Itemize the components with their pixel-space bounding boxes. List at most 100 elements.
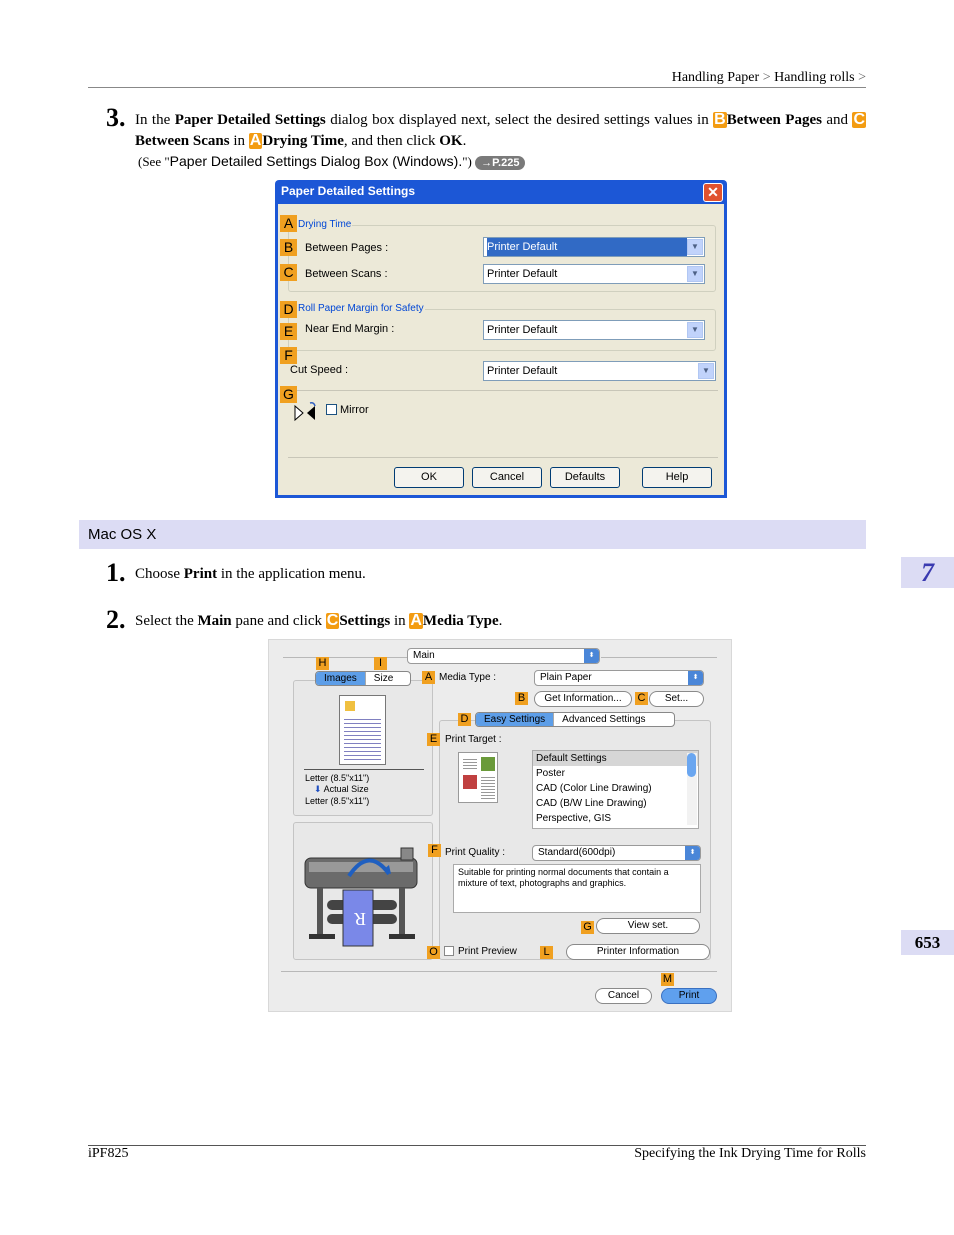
near-end-margin-select[interactable]: Printer Default▼	[483, 320, 705, 340]
callout-c: C	[280, 264, 297, 281]
chevron-down-icon[interactable]: ▼	[687, 266, 703, 282]
close-icon[interactable]: ✕	[703, 183, 723, 202]
callout-m: M	[661, 973, 674, 986]
between-pages-select[interactable]: Printer Default▼	[483, 237, 705, 257]
section-title: Mac OS X	[88, 526, 157, 543]
list-item[interactable]: CAD (B/W Line Drawing)	[536, 798, 647, 809]
tab-size[interactable]: Size	[373, 673, 394, 684]
callout-i: I	[374, 657, 387, 670]
tag-c: C	[325, 612, 340, 629]
media-type-popup[interactable]: Plain Paper⬍	[534, 670, 704, 686]
quality-description: Suitable for printing normal documents t…	[458, 867, 669, 888]
print-button[interactable]: Print	[661, 988, 717, 1004]
page-ref-badge[interactable]: →P.225	[475, 156, 526, 170]
header-breadcrumb: Handling Paper > Handling rolls >	[672, 67, 866, 88]
drying-time-group	[288, 225, 716, 292]
media-type-label: Media Type :	[439, 672, 497, 683]
print-preview-label: Print Preview	[458, 946, 517, 957]
margin-group-label: Roll Paper Margin for Safety	[297, 303, 425, 314]
footer-rule	[88, 1145, 866, 1146]
callout-f: F	[280, 347, 297, 364]
chevron-down-icon[interactable]: ▼	[698, 363, 714, 379]
defaults-button[interactable]: Defaults	[550, 467, 620, 488]
chevron-down-icon[interactable]: ▼	[687, 322, 703, 338]
preview-tabs: Images Size	[315, 671, 411, 686]
printer-information-button[interactable]: Printer Information	[566, 944, 710, 960]
drying-time-group-label: Drying Time	[297, 219, 353, 230]
breadcrumb-handling-rolls[interactable]: Handling rolls	[774, 70, 855, 85]
printer-illustration: R	[297, 830, 429, 950]
callout-l: L	[540, 946, 553, 959]
page-number: 653	[901, 930, 954, 955]
help-button[interactable]: Help	[642, 467, 712, 488]
chevron-down-icon[interactable]: ▼	[687, 239, 703, 255]
list-item[interactable]: Poster	[536, 768, 565, 779]
section-heading-bar: Mac OS X	[79, 520, 866, 549]
cut-speed-select[interactable]: Printer Default▼	[483, 361, 716, 381]
footer-model: iPF825	[88, 1146, 129, 1161]
list-item[interactable]: CAD (Color Line Drawing)	[536, 783, 652, 794]
tab-advanced-settings[interactable]: Advanced Settings	[562, 714, 646, 725]
callout-g: G	[280, 386, 297, 403]
actual-size-label: ⬇ Actual Size	[314, 784, 369, 794]
see-link[interactable]: Paper Detailed Settings Dialog Box (Wind…	[169, 153, 463, 169]
pane-popup[interactable]: Main⬍	[407, 648, 600, 664]
callout-f: F	[428, 844, 441, 857]
callout-b: B	[280, 239, 297, 256]
mirror-checkbox[interactable]	[326, 404, 337, 415]
mirror-icon	[292, 402, 318, 424]
thumbnail-image	[345, 701, 355, 711]
cancel-button[interactable]: Cancel	[472, 467, 542, 488]
chapter-tab[interactable]: 7	[901, 557, 954, 588]
mirror-label: Mirror	[340, 404, 369, 416]
tag-a: A	[248, 132, 263, 149]
callout-g: G	[581, 921, 594, 934]
between-scans-label: Between Scans :	[305, 268, 388, 280]
print-quality-label: Print Quality :	[445, 847, 506, 858]
list-item[interactable]: Perspective, GIS	[536, 813, 612, 824]
popup-arrows-icon: ⬍	[685, 846, 700, 860]
set-button[interactable]: Set...	[649, 691, 704, 707]
between-pages-label: Between Pages :	[305, 242, 389, 254]
paper-detailed-settings-dialog: Paper Detailed Settings ✕ Drying Time A …	[275, 180, 727, 498]
step-3-text: In the Paper Detailed Settings dialog bo…	[135, 111, 867, 149]
tab-easy-settings[interactable]: Easy Settings	[476, 713, 555, 726]
header-rule	[88, 87, 866, 88]
settings-tabs: Easy Settings Advanced Settings	[475, 712, 675, 727]
step-1-text: Choose Print in the application menu.	[135, 566, 366, 582]
between-scans-select[interactable]: Printer Default▼	[483, 264, 705, 284]
arrow-down-icon: ⬇	[314, 784, 322, 794]
page-thumbnail	[339, 695, 386, 765]
view-set-button[interactable]: View set.	[596, 918, 700, 934]
print-target-label: Print Target :	[445, 734, 502, 745]
mac-print-dialog: Main⬍ H I Images Size Letter (8.5"x11") …	[268, 639, 732, 1012]
print-preview-checkbox[interactable]	[444, 946, 454, 956]
separator-line	[283, 657, 407, 658]
breadcrumb-separator: >	[858, 70, 866, 85]
paper-size-label: Letter (8.5"x11")	[305, 773, 370, 783]
dialog-title: Paper Detailed Settings	[281, 184, 416, 198]
print-quality-popup[interactable]: Standard(600dpi)⬍	[532, 845, 701, 861]
cancel-button[interactable]: Cancel	[595, 988, 652, 1004]
get-information-button[interactable]: Get Information...	[534, 691, 632, 707]
callout-c: C	[635, 692, 648, 705]
near-end-margin-label: Near End Margin :	[305, 323, 395, 335]
breadcrumb-handling-paper[interactable]: Handling Paper	[671, 70, 760, 85]
tab-images[interactable]: Images	[316, 672, 366, 685]
callout-a: A	[422, 671, 435, 684]
separator-line	[601, 657, 717, 658]
list-item[interactable]: Default Settings	[533, 751, 698, 766]
ok-button[interactable]: OK	[394, 467, 464, 488]
callout-e: E	[280, 323, 297, 340]
separator-line	[281, 971, 717, 972]
tag-b: B	[713, 111, 727, 128]
tag-a: A	[409, 612, 423, 629]
callout-o: O	[427, 946, 440, 959]
callout-e: E	[427, 733, 440, 746]
scrollbar[interactable]	[687, 753, 697, 825]
print-target-thumbnail	[458, 752, 498, 803]
popup-arrows-icon: ⬍	[688, 671, 703, 685]
scrollbar-thumb[interactable]	[687, 753, 696, 777]
step-1-number: 1.	[106, 558, 126, 587]
print-target-list[interactable]: Default Settings Poster CAD (Color Line …	[532, 750, 699, 829]
